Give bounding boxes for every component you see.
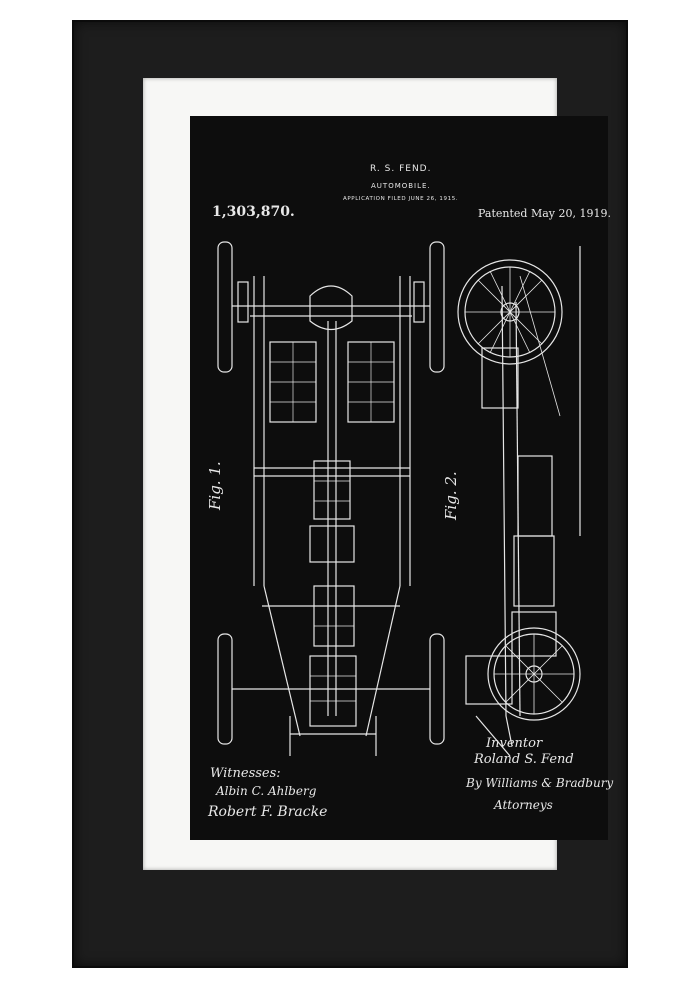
inventor-signature: Roland S. Fend [474,752,574,767]
attorneys-label: Attorneys [494,798,553,812]
patent-title: AUTOMOBILE. [371,182,431,190]
application-line: APPLICATION FILED JUNE 26, 1915. [343,196,459,202]
attorneys-signature: By Williams & Bradbury [466,776,614,790]
fig1-chassis [217,241,445,756]
patent-number: 1,303,870. [212,204,295,220]
inventor-label: Inventor [486,736,543,751]
witness-2-signature: Robert F. Bracke [208,804,328,820]
fig2-side-view [457,246,581,757]
witness-1-signature: Albin C. Ahlberg [216,784,317,798]
witnesses-label: Witnesses: [210,766,281,781]
patented-date: Patented May 20, 1919. [478,207,611,220]
inventor-header: R. S. FEND. [370,164,432,174]
patent-drawing [217,241,581,757]
